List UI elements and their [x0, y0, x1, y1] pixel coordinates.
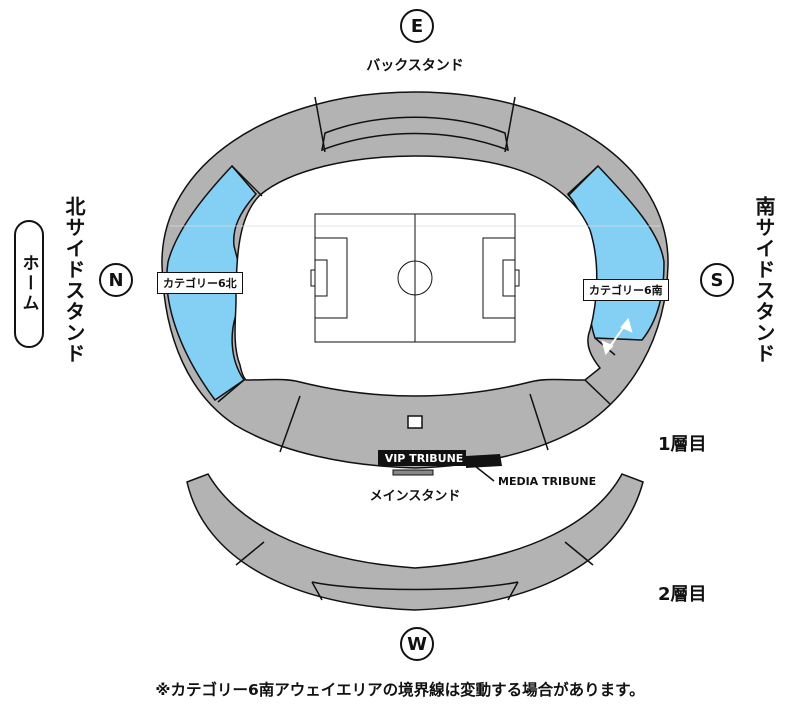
back-stand-band [321, 116, 509, 152]
home-badge: ホーム [14, 220, 44, 348]
first-tier-label: 1層目 [658, 434, 707, 455]
second-tier-label: 2層目 [658, 584, 707, 605]
inner-bowl [234, 155, 602, 397]
tribune-marker [392, 469, 434, 476]
home-label: ホーム [18, 254, 39, 314]
media-tribune-label: MEDIA TRIBUNE [498, 475, 596, 488]
compass-east-icon: E [400, 9, 434, 43]
media-tribune-block [466, 454, 502, 468]
vip-tribune-label: VIP TRIBUNE [385, 452, 464, 465]
main-stand-label: メインスタンド [370, 489, 461, 504]
upper-tier [186, 473, 644, 611]
pitch [170, 213, 660, 343]
compass-south-icon: S [700, 263, 734, 297]
upper-tier-dividers [235, 541, 594, 601]
double-arrow-icon [601, 317, 633, 356]
compass-north-icon: N [99, 263, 133, 297]
vip-tribune-block [378, 450, 466, 466]
compass-west-icon: W [400, 627, 434, 661]
category-6-south-label[interactable]: カテゴリー6南 [583, 279, 669, 301]
category-6-north-label[interactable]: カテゴリー6北 [157, 272, 243, 294]
boundary-note: ※カテゴリー6南アウェイエリアの境界線は変動する場合があります。 [155, 681, 645, 699]
back-stand-label: バックスタンド [366, 58, 464, 74]
south-side-stand-label: 南サイドスタンド [752, 196, 776, 364]
north-side-stand-label: 北サイドスタンド [62, 196, 86, 364]
